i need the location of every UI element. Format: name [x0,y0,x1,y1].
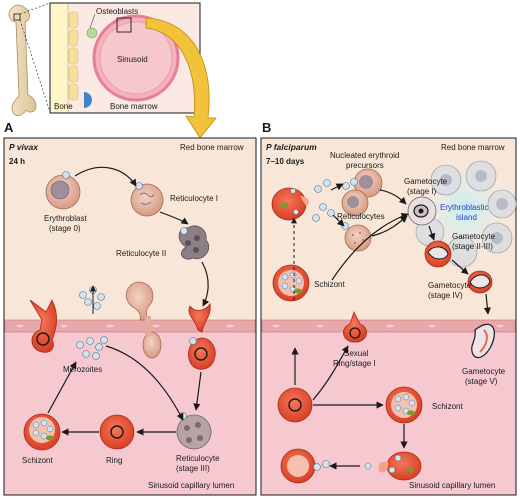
gametocyte-i-label: Gametocyte [404,177,448,186]
erythroblast-label: Erythroblast [44,214,87,223]
bone-label: Bone [54,102,73,111]
sinusoid-label: Sinusoid [117,55,148,64]
panel-b-duration: 7–10 days [266,157,305,166]
ring-stage-cell-b [277,387,313,423]
gametocyte-iv-stage-label: (stage IV) [428,291,463,300]
gametocyte-iv-label: Gametocyte [428,281,472,290]
schizont-cell-b-top [272,264,310,302]
sexual-label: Sexual [344,349,369,358]
panel-b-region-bottom: Sinusoid capillary lumen [409,481,495,490]
erythroblastic-island-label-2: island [456,213,477,222]
gametocyte-stage-i-cell [407,196,437,226]
merozoites-cluster [76,286,108,360]
schizont-label-a: Schizont [22,456,53,465]
gametocyte-iii-label: Gametocyte [452,232,496,241]
nucleated-precursors-label: Nucleated erythroid [330,151,399,160]
infected-cell-crossing-a [29,299,57,353]
panel-a-species: P vivax [9,142,39,152]
erythroblastic-island [415,160,517,268]
bone-inset: Osteoblasts Sinusoid Bone Bone marrow [8,2,217,139]
sinusoid-zoom-box [116,17,132,33]
bone-marrow-label: Bone marrow [110,102,158,111]
merozoite-entry-cell-b [280,448,330,484]
schizont-cell-a [23,413,61,451]
reticulocyte-iii-stage-label: (stage III) [176,464,210,473]
panel-a-region-top: Red bone marrow [180,143,244,152]
gametocyte-v-label: Gametocyte [462,367,506,376]
erythroblast-cell [45,171,81,210]
gametocyte-i-stage-label: (stage I) [407,187,437,196]
gametocyte-stage-v-cell [471,323,495,359]
panel-a-region-bottom: Sinusoid capillary lumen [148,481,234,490]
nucleated-precursor-cells [341,168,383,217]
merozoites-label: Merozoites [63,365,102,374]
schizont-label-b-bottom: Schizont [432,402,463,411]
panel-b: B P falciparum 7–10 days Red bone marrow… [260,120,517,496]
panel-a-letter: A [4,120,14,135]
sexual-ring-cell [343,310,367,343]
transmigrating-reticulocyte [125,281,162,359]
gametocyte-stage-iv-cell [467,270,493,294]
osteoblasts-label: Osteoblasts [96,7,138,16]
sexual-ring-label: Ring/stage I [333,359,376,368]
panel-b-species: P falciparum [266,142,317,152]
ring-stage-cell-a [99,414,135,450]
reticulocyte-iii-cell [176,412,212,450]
panel-b-region-top: Red bone marrow [441,143,505,152]
reticulocyte-ii-label: Reticulocyte II [116,249,166,258]
reticulocyte-ii-cell [178,225,210,260]
panel-b-letter: B [262,120,271,135]
femur-illustration [8,4,37,117]
infected-cell-top-b [271,187,309,221]
gametocyte-stage-ii-iii-cell [424,240,452,268]
merozoites-b [312,179,335,222]
panel-a: A P vivax 24 h Red bone marrow Sinusoid … [3,120,257,496]
gametocyte-v-stage-label: (stage V) [465,377,498,386]
erythroblast-stage-label: (stage 0) [49,224,81,233]
endothelium-a [4,319,256,333]
schizont-cell-b-bottom [385,386,423,424]
erythroblastic-island-label: Erythroblastic [440,203,488,212]
femur-zoom-box [13,13,21,21]
bursting-schizont-b [364,451,422,481]
ring-label-a: Ring [106,456,122,465]
gametocyte-iii-stage-label: (stage II-III) [452,242,493,251]
schizont-label-b-top: Schizont [314,280,345,289]
reticulocytes-label: Reticulocytes [337,212,385,221]
reticulocyte-iii-label: Reticulocyte [176,454,220,463]
panel-a-duration: 24 h [9,157,25,166]
nucleated-precursors-label-2: precursors [346,161,384,170]
reticulocyte-i-cell [130,182,164,217]
reticulocyte-i-label: Reticulocyte I [170,194,218,203]
infected-reticulocyte-a [188,302,216,370]
